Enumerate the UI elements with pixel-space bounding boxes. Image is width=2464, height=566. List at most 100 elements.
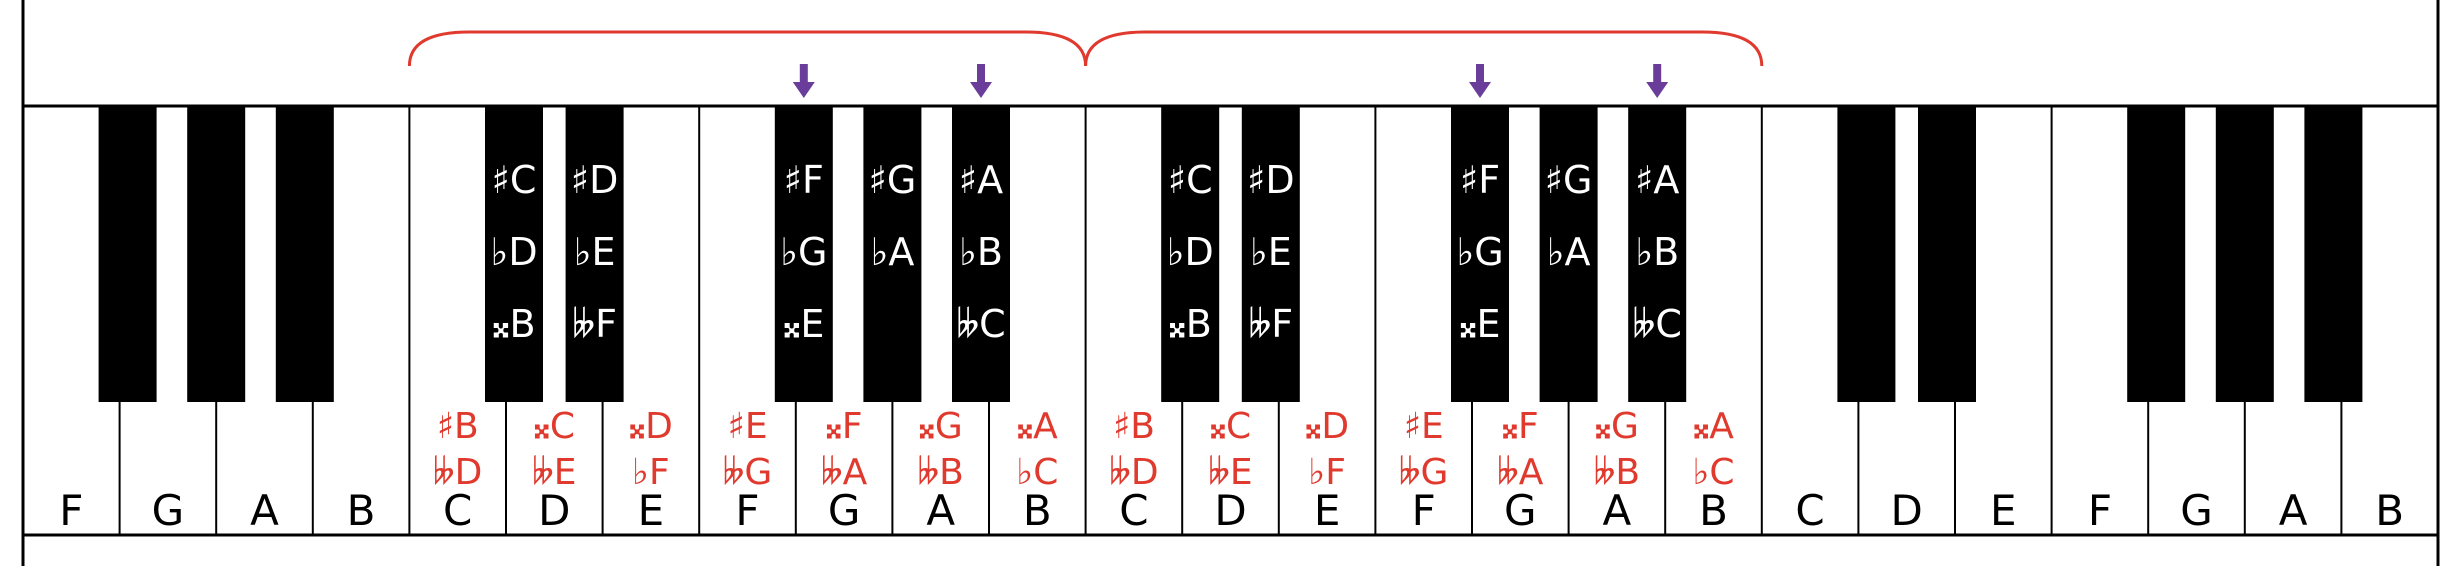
black-key <box>1837 106 1896 402</box>
black-key-label: 𝄪B <box>492 302 535 346</box>
black-key: ♯D♭E𝄫F <box>565 106 624 402</box>
black-key-body <box>187 106 246 402</box>
black-key-label: ♭E <box>574 230 616 274</box>
white-key-label: B <box>347 486 376 535</box>
enharmonic-label: ♭F <box>1308 452 1346 493</box>
arrow-shaft <box>977 64 985 84</box>
white-key-label: G <box>828 486 861 535</box>
black-key: ♯A ♭B 𝄫C <box>952 106 1010 402</box>
black-key: ♯A♭B𝄫C <box>1628 106 1687 402</box>
black-key-body <box>275 106 334 402</box>
black-key-label: ♯G <box>1545 158 1593 202</box>
white-key-label: A <box>2279 486 2308 535</box>
enharmonic-label: 𝄪A <box>1693 406 1734 447</box>
black-key-label: ♯G <box>868 158 916 202</box>
octave-bracket <box>407 30 1088 67</box>
black-key: ♯G ♭A <box>1539 106 1598 402</box>
enharmonic-label: 𝄪F <box>826 406 863 447</box>
enharmonic-label: 𝄪A <box>1017 406 1058 447</box>
white-key-label: F <box>1412 486 1436 535</box>
black-key: ♯C ♭D 𝄪B <box>485 106 543 402</box>
enharmonic-label: 𝄫G <box>1399 452 1449 493</box>
enharmonic-label: 𝄫E <box>532 452 576 493</box>
enharmonic-label: 𝄫A <box>821 452 868 493</box>
black-key-label: 𝄪E <box>783 302 824 346</box>
enharmonic-label: 𝄪D <box>1305 406 1349 447</box>
down-arrow-icon <box>792 64 815 98</box>
black-key-label: ♯A <box>1635 158 1679 202</box>
black-key: ♯C♭D𝄪B <box>1161 106 1220 402</box>
white-key-label: C <box>1795 486 1824 535</box>
black-key <box>187 106 246 402</box>
enharmonic-label: 𝄪D <box>629 406 673 447</box>
black-key-label: 𝄫F <box>1248 302 1293 346</box>
black-key-body <box>952 106 1010 402</box>
black-key-body <box>1628 106 1687 402</box>
black-key-body <box>1918 106 1976 402</box>
black-key-label: ♭D <box>1167 230 1214 274</box>
black-key-label: ♭G <box>1456 230 1503 274</box>
black-key-body <box>565 106 624 402</box>
arrow-shaft <box>1476 64 1484 84</box>
black-key-body <box>2304 106 2363 402</box>
enharmonic-label: 𝄫E <box>1208 452 1252 493</box>
black-key <box>2127 106 2186 402</box>
black-key-label: ♯C <box>492 158 537 202</box>
black-key-label: ♭D <box>490 230 537 274</box>
black-key-body <box>1241 106 1300 402</box>
enharmonic-label: ♯E <box>1404 406 1444 447</box>
black-key-body <box>98 106 157 402</box>
white-key-label: A <box>1603 486 1632 535</box>
white-key-label: G <box>152 486 185 535</box>
arrow-head <box>1646 82 1669 98</box>
black-key-label: 𝄪E <box>1459 302 1500 346</box>
black-key: ♯D ♭E 𝄫F <box>1241 106 1300 402</box>
enharmonic-label: ♯B <box>437 406 479 447</box>
black-key-label: 𝄫C <box>956 302 1005 346</box>
arrow-shaft <box>799 64 808 84</box>
black-key-body <box>1451 106 1509 402</box>
black-key-label: ♯D <box>1247 158 1295 202</box>
white-key-label: F <box>2088 486 2112 535</box>
enharmonic-label: 𝄫B <box>1594 452 1640 493</box>
black-key-label: ♭E <box>1250 230 1292 274</box>
black-key <box>98 106 157 402</box>
black-key-label: 𝄫F <box>572 302 617 346</box>
black-key: ♯F ♭G 𝄪E <box>774 106 833 402</box>
down-arrow-icon <box>1646 64 1669 98</box>
black-key-label: ♯A <box>959 158 1003 202</box>
enharmonic-label: 𝄫G <box>723 452 773 493</box>
white-key-label: D <box>1214 486 1246 535</box>
black-key-body <box>2127 106 2186 402</box>
white-key-label: C <box>443 486 472 535</box>
white-key-label: C <box>1119 486 1148 535</box>
black-key-body <box>1539 106 1598 402</box>
white-key-label: G <box>2180 486 2213 535</box>
enharmonic-label: 𝄪C <box>1210 406 1251 447</box>
white-key-label: B <box>2375 486 2404 535</box>
down-arrow-icon <box>970 64 992 98</box>
enharmonic-label: ♯B <box>1113 406 1155 447</box>
white-key-label: B <box>1699 486 1728 535</box>
white-key-label: E <box>1314 486 1341 535</box>
enharmonic-label: ♭C <box>1016 452 1058 493</box>
black-key-label: ♭B <box>959 230 1003 274</box>
enharmonic-label: ♭F <box>632 452 670 493</box>
white-key-label: A <box>926 486 955 535</box>
black-key-label: ♭G <box>780 230 827 274</box>
black-key: ♯F ♭G 𝄪E <box>1451 106 1509 402</box>
black-key-label: ♯F <box>1460 158 1500 202</box>
arrow-head <box>970 82 992 98</box>
white-key-label: E <box>1990 486 2017 535</box>
white-key-label: E <box>638 486 665 535</box>
white-key-label: F <box>735 486 759 535</box>
enharmonic-label: ♯E <box>727 406 767 447</box>
octave-bracket <box>1084 30 1764 67</box>
black-key-label: 𝄫C <box>1633 302 1682 346</box>
black-key-label: ♭A <box>1547 230 1591 274</box>
enharmonic-label: 𝄪G <box>1595 406 1639 447</box>
black-key-label: ♯F <box>784 158 824 202</box>
black-key-body <box>485 106 543 402</box>
arrow-head <box>792 82 815 98</box>
